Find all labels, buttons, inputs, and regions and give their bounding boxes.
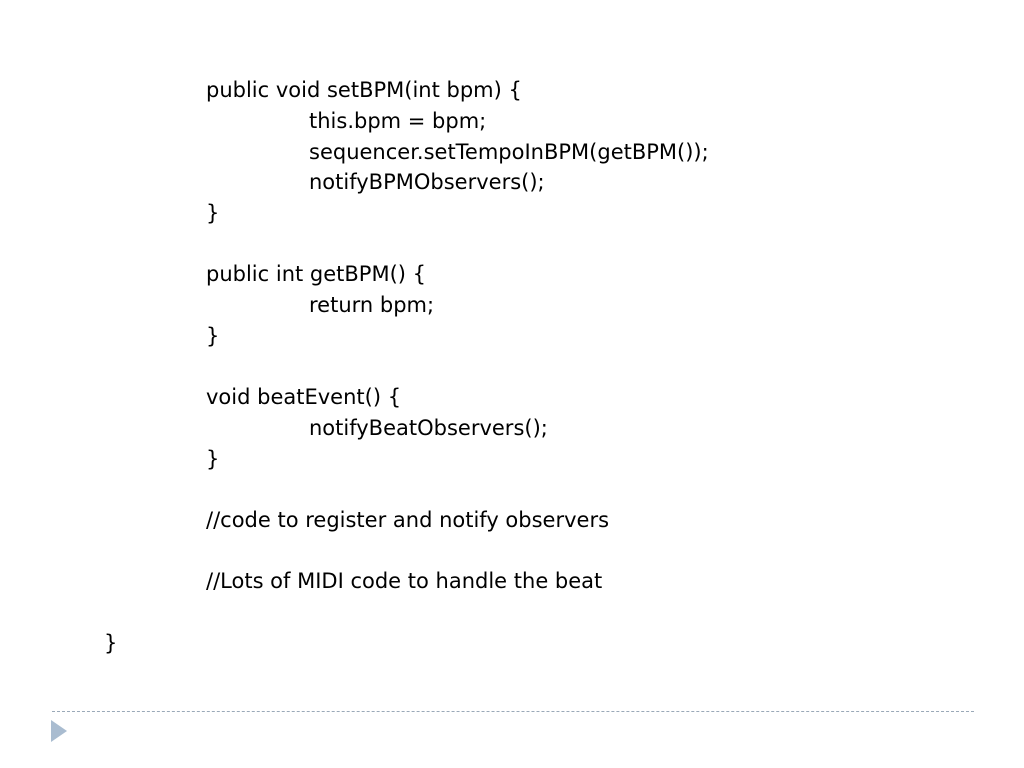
code-line: } xyxy=(206,201,220,225)
code-line: } xyxy=(206,447,220,471)
code-comment: //Lots of MIDI code to handle the beat xyxy=(206,569,603,593)
code-line: void beatEvent() { xyxy=(206,385,402,409)
code-line: sequencer.setTempoInBPM(getBPM()); xyxy=(309,140,709,164)
footer-divider xyxy=(52,711,974,712)
code-line: } xyxy=(104,631,118,655)
code-line: this.bpm = bpm; xyxy=(309,109,487,133)
code-comment: //code to register and notify observers xyxy=(206,508,610,532)
code-line: public int getBPM() { xyxy=(206,262,427,286)
code-block: public void setBPM(int bpm) { this.bpm =… xyxy=(104,78,709,655)
code-line: notifyBPMObservers(); xyxy=(309,170,545,194)
triangle-right-icon xyxy=(51,720,67,742)
code-line: public void setBPM(int bpm) { xyxy=(206,78,522,102)
code-line: return bpm; xyxy=(309,293,435,317)
code-line: notifyBeatObservers(); xyxy=(309,416,548,440)
code-line: } xyxy=(206,324,220,348)
